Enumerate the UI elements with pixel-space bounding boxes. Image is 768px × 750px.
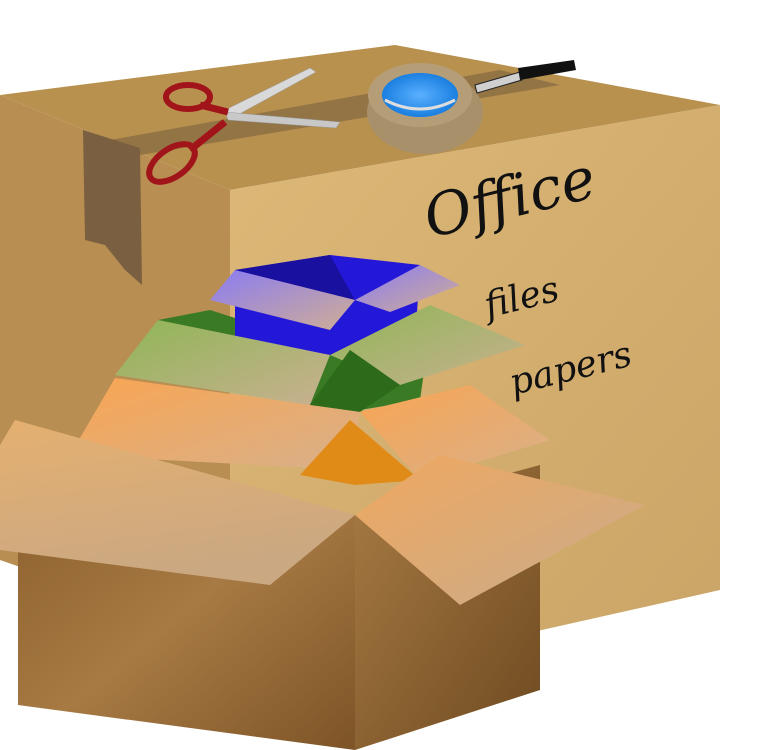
green-box-flap-left bbox=[115, 320, 330, 405]
tape-roll-icon bbox=[367, 63, 483, 154]
blue-box-flap-left bbox=[210, 270, 355, 330]
marker-icon bbox=[474, 60, 576, 94]
orange-box-flap-left bbox=[70, 378, 360, 470]
green-box bbox=[115, 305, 525, 412]
blue-box bbox=[210, 255, 460, 355]
scissors-icon bbox=[146, 67, 341, 185]
green-box-flap-right bbox=[330, 305, 525, 385]
front-box-flap-left bbox=[0, 420, 355, 585]
orange-box-flap-right bbox=[360, 385, 550, 480]
front-box-flap-right bbox=[355, 455, 645, 605]
flap-shadow bbox=[83, 130, 142, 285]
orange-box bbox=[70, 378, 550, 485]
blue-box-flap-right bbox=[355, 265, 460, 312]
front-open-box bbox=[0, 420, 645, 750]
